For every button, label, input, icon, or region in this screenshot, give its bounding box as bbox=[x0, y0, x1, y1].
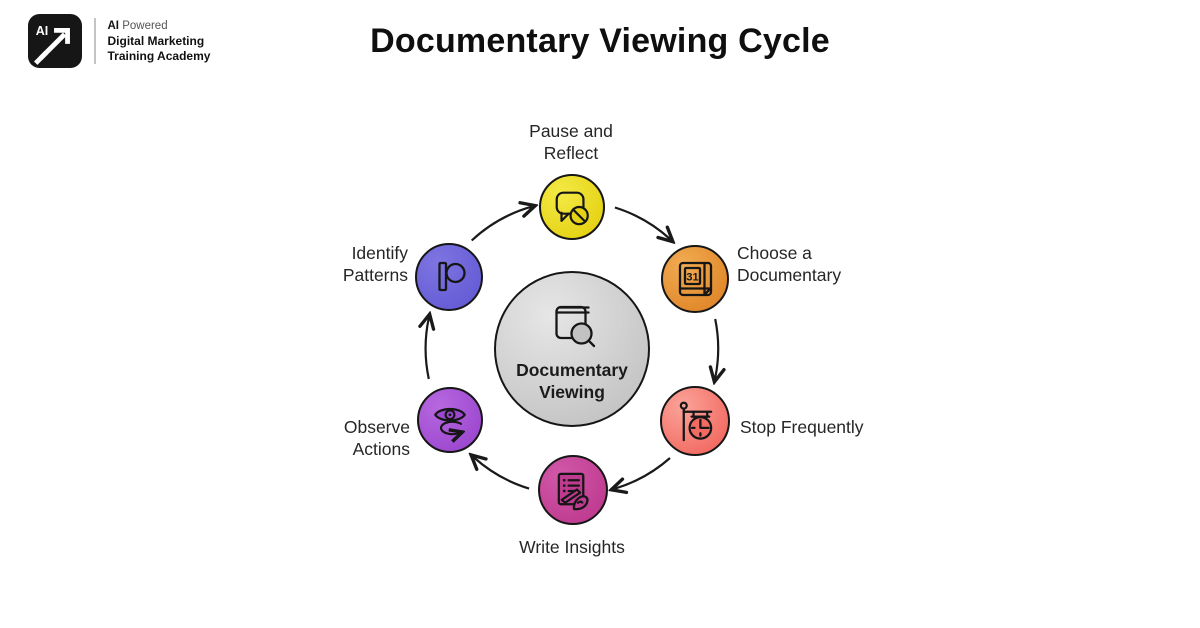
node-pause-and-reflect bbox=[539, 174, 605, 240]
logo-line1: AI Powered bbox=[108, 19, 211, 34]
center-label: Documentary Viewing bbox=[516, 359, 628, 402]
hanging-clock-icon bbox=[679, 401, 712, 441]
node-observe-actions bbox=[417, 387, 483, 453]
node-label-choose-a-documentary: Choose a Documentary bbox=[737, 243, 842, 285]
logo-line1-rest: Powered bbox=[122, 19, 168, 32]
cycle-arrow-observe-to-identify bbox=[426, 318, 429, 380]
node-identify-patterns bbox=[415, 243, 483, 311]
node-write-insights bbox=[538, 455, 608, 525]
node-choose-a-documentary: 31 bbox=[661, 245, 729, 313]
node-label-identify-patterns: Identify Patterns bbox=[342, 243, 408, 285]
page-title: Documentary Viewing Cycle bbox=[370, 22, 830, 60]
book-search-icon bbox=[555, 305, 596, 347]
logo-divider bbox=[94, 18, 96, 64]
cycle-arrow-write-to-observe bbox=[474, 458, 530, 490]
cycle-arrow-identify-to-pause bbox=[470, 207, 532, 242]
cycle-arrow-choose-to-stop bbox=[715, 318, 718, 378]
cycle-arrow-stop-to-write bbox=[615, 457, 671, 489]
calendar-31-icon: 31 bbox=[678, 261, 713, 297]
logo-badge-text: AI bbox=[36, 24, 49, 38]
node-label-stop-frequently: Stop Frequently bbox=[740, 417, 864, 437]
document-pen-icon bbox=[557, 472, 589, 510]
node-label-observe-actions: Observe Actions bbox=[343, 417, 410, 459]
logo-line3: Training Academy bbox=[107, 48, 211, 63]
logo-arrow-icon: AI bbox=[28, 14, 82, 68]
eye-cycle-icon bbox=[434, 407, 471, 441]
node-label-write-insights: Write Insights bbox=[519, 537, 625, 557]
speech-bubble-block-icon bbox=[555, 191, 589, 226]
node-label-pause-and-reflect: Pause and Reflect bbox=[529, 121, 613, 163]
logo-line2: Digital Marketing bbox=[107, 33, 205, 48]
brand-logo: AI AI Powered Digital Marketing Training… bbox=[28, 14, 210, 68]
cycle-arrow-pause-to-choose bbox=[614, 206, 670, 240]
logo-text: AI Powered Digital Marketing Training Ac… bbox=[108, 19, 211, 64]
node-stop-frequently bbox=[660, 386, 730, 456]
logo-line1-bold: AI bbox=[107, 19, 120, 32]
center-node: Documentary Viewing bbox=[494, 271, 650, 427]
bar-circle-icon bbox=[438, 261, 466, 292]
calendar-day-text: 31 bbox=[686, 272, 698, 284]
